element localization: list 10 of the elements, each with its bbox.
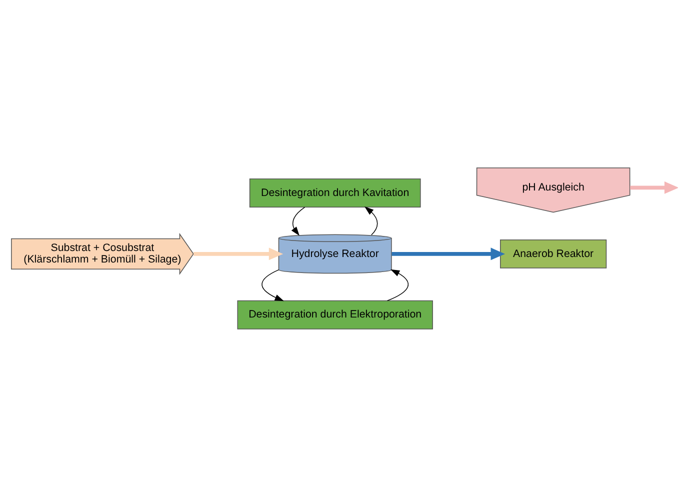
arrow	[630, 180, 678, 194]
arrow	[194, 247, 284, 260]
node-box: Desintegration durch Elektroporation	[237, 300, 433, 329]
node-box: Anaerob Reaktor	[500, 238, 607, 268]
arrow	[262, 268, 284, 301]
arrow	[364, 206, 378, 235]
arrow	[386, 268, 409, 301]
arrow	[392, 247, 506, 260]
arrow	[291, 206, 306, 236]
node-box: Desintegration durch Kavitation	[249, 178, 421, 207]
